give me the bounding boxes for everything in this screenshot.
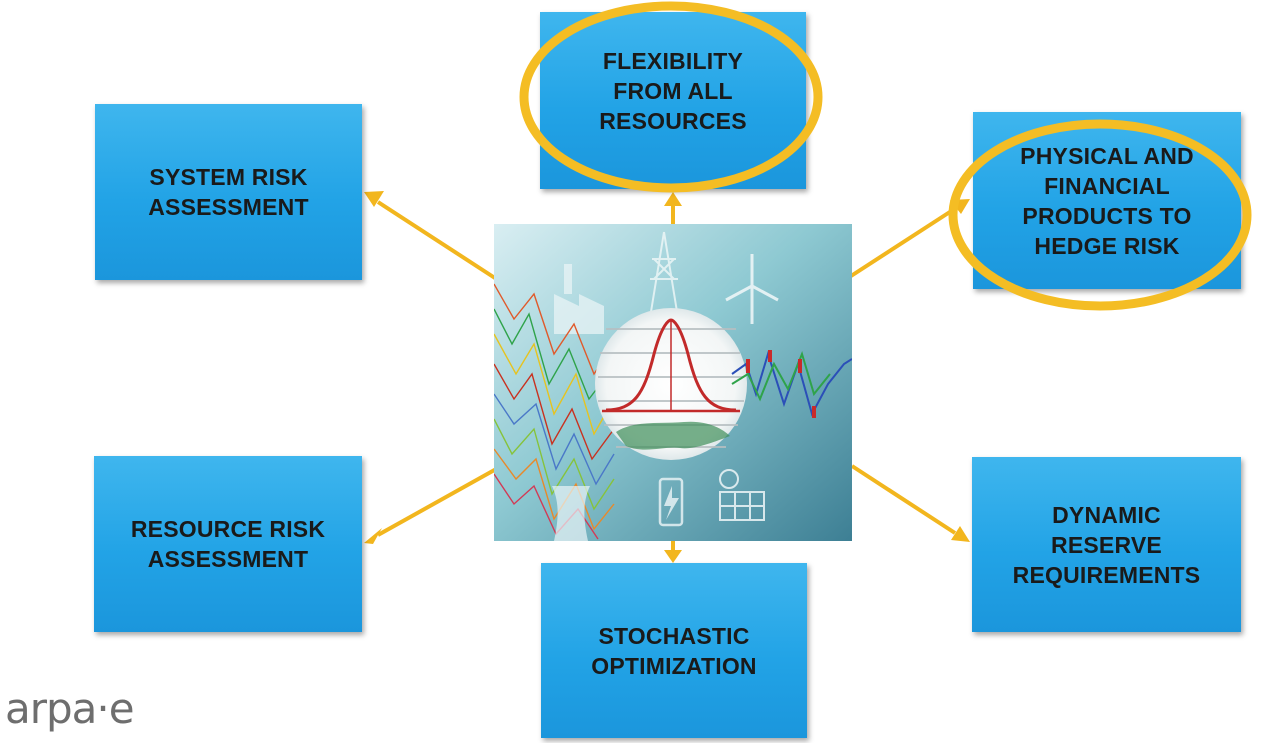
price-line-green: [731, 350, 831, 402]
factory-icon: [554, 264, 604, 334]
box-physical-financial: PHYSICAL AND FINANCIAL PRODUCTS TO HEDGE…: [973, 112, 1241, 289]
wind-turbine-icon: [725, 254, 779, 324]
power-pylon-icon: [648, 231, 680, 325]
center-illustration: [494, 224, 852, 541]
arrow-down-right-head: [951, 526, 970, 542]
arrow-down-left: [377, 466, 499, 537]
box-system-risk: SYSTEM RISK ASSESSMENT: [95, 104, 362, 280]
price-candles: [746, 350, 816, 418]
logo-text: arpa·e: [5, 684, 134, 733]
nuclear-plant-icon: [552, 486, 590, 541]
box-resource-risk: RESOURCE RISK ASSESSMENT: [94, 456, 362, 632]
scenario-lines: [494, 283, 615, 540]
box-system-risk-label: SYSTEM RISK ASSESSMENT: [148, 164, 309, 220]
box-physical-financial-label: PHYSICAL AND FINANCIAL PRODUCTS TO HEDGE…: [1020, 142, 1194, 259]
battery-icon: [658, 477, 684, 527]
box-resource-risk-label: RESOURCE RISK ASSESSMENT: [130, 516, 326, 572]
box-dynamic-reserve-label: DYNAMIC RESERVE REQUIREMENTS: [1012, 501, 1201, 588]
map-shape: [616, 421, 730, 450]
arrow-up-left: [376, 200, 500, 282]
solar-panel-icon: [719, 469, 765, 521]
arrow-up-head: [664, 192, 682, 206]
box-flexibility-label: FLEXIBILITY FROM ALL RESOURCES: [599, 47, 747, 134]
arrow-down-head: [664, 550, 682, 563]
arrow-up-left-head: [364, 191, 384, 207]
arrow-up-right: [849, 206, 958, 278]
arpa-e-logo: arpa·e: [5, 684, 135, 733]
arrow-down-left-head: [364, 528, 382, 544]
box-stochastic: STOCHASTIC OPTIMIZATION: [541, 563, 807, 738]
box-dynamic-reserve: DYNAMIC RESERVE REQUIREMENTS: [972, 457, 1241, 632]
arrow-down-right: [850, 464, 957, 535]
box-stochastic-label: STOCHASTIC OPTIMIZATION: [591, 622, 757, 679]
box-flexibility: FLEXIBILITY FROM ALL RESOURCES: [540, 12, 806, 189]
